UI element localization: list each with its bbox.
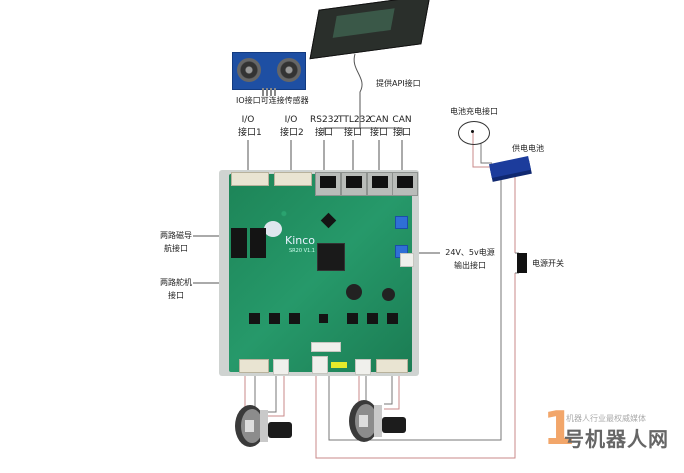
motor-housing bbox=[374, 405, 382, 437]
rs232-label-line2: 接口 bbox=[314, 128, 333, 138]
io1-connector bbox=[231, 172, 269, 186]
power-switch-icon bbox=[517, 253, 527, 273]
magnetic-nav-label-line2: 航接口 bbox=[164, 244, 188, 253]
mosfet bbox=[347, 313, 358, 324]
sensor-pin bbox=[266, 88, 268, 96]
can1-label: CAN 接口 bbox=[368, 114, 390, 140]
magnetic-nav-connector-1 bbox=[231, 228, 247, 258]
ttl232-port bbox=[341, 172, 367, 196]
api-bracket bbox=[323, 127, 403, 135]
io2-label-line1: I/O bbox=[284, 115, 298, 125]
servo-label-line1: 两路舵机 bbox=[160, 278, 192, 287]
watermark-name: 号机器人网 bbox=[564, 427, 669, 451]
mosfet bbox=[367, 313, 378, 324]
inductor-1 bbox=[346, 284, 362, 300]
magnetic-nav-label: 两路磁导 航接口 bbox=[158, 229, 194, 255]
mosfet bbox=[289, 313, 300, 324]
can2-port bbox=[392, 172, 418, 196]
io2-connector bbox=[274, 172, 312, 186]
battery-wire-red bbox=[315, 176, 516, 459]
motor1-power-connector bbox=[273, 359, 289, 375]
motor-body bbox=[382, 417, 406, 433]
io1-label-line1: I/O bbox=[241, 115, 255, 125]
sensor-pin bbox=[262, 88, 264, 96]
power-switch-label: 电源开关 bbox=[532, 259, 564, 268]
magnetic-nav-connector-2 bbox=[250, 228, 266, 258]
power-out-label-line1: 24V、5v电源 bbox=[445, 248, 495, 257]
magnetic-nav-label-line1: 两路磁导 bbox=[160, 231, 192, 240]
ttl232-label-line2: 接口 bbox=[343, 128, 362, 138]
sensor-eye-right bbox=[277, 58, 301, 82]
servo-label-line2: 接口 bbox=[168, 291, 184, 300]
mosfet bbox=[319, 314, 328, 323]
rs232-port bbox=[315, 172, 341, 196]
ttl232-label: TTL232 接口 bbox=[338, 114, 372, 140]
board-model: SR20 V1.1 bbox=[289, 248, 315, 254]
barcode-label bbox=[311, 342, 341, 352]
can2-label-line2: 接口 bbox=[392, 128, 411, 138]
motor2-wire-c bbox=[384, 376, 393, 405]
can1-port bbox=[367, 172, 393, 196]
motor-body bbox=[268, 422, 292, 438]
motor2-connector bbox=[376, 359, 408, 373]
sensor-pin bbox=[270, 88, 272, 96]
battery-label: 供电电池 bbox=[512, 144, 544, 153]
mosfet bbox=[269, 313, 280, 324]
sensor-label: IO接口可连接传感器 bbox=[236, 96, 309, 105]
rs232-label-line1: RS232 bbox=[310, 115, 340, 125]
motor-housing bbox=[260, 410, 268, 442]
can1-label-line1: CAN bbox=[369, 115, 389, 125]
buzzer bbox=[264, 221, 282, 237]
sensor-pin bbox=[274, 88, 276, 96]
power-output-connector bbox=[400, 253, 414, 267]
yellow-fuse bbox=[331, 362, 347, 368]
charge-wire-gray bbox=[480, 143, 492, 164]
wheel-motor-left-image bbox=[235, 405, 292, 447]
can2-label-line1: CAN bbox=[392, 115, 412, 125]
controller-board: Kinco SR20 V1.1 bbox=[219, 170, 419, 376]
rs232-label: RS232 接口 bbox=[310, 114, 340, 140]
ttl232-label-line1: TTL232 bbox=[338, 115, 372, 125]
io1-label-line2: 接口1 bbox=[238, 128, 262, 138]
power-out-label-line2: 输出接口 bbox=[454, 261, 486, 270]
main-processor-chip bbox=[317, 243, 345, 271]
sensor-eye-left bbox=[237, 58, 261, 82]
motor1-wire-c bbox=[266, 376, 277, 413]
wheel-shaft bbox=[359, 415, 368, 427]
motor1-wire-d bbox=[266, 376, 285, 417]
watermark-tagline: 机器人行业最权威媒体 bbox=[566, 414, 646, 423]
io1-label: I/O 接口1 bbox=[238, 114, 262, 140]
io2-label-line2: 接口2 bbox=[280, 128, 304, 138]
inductor-2 bbox=[382, 288, 395, 301]
battery-input-connector bbox=[312, 356, 328, 374]
motor2-wire-d bbox=[384, 376, 400, 410]
mosfet bbox=[387, 313, 398, 324]
mosfet bbox=[249, 313, 260, 324]
charge-port-dot bbox=[471, 130, 474, 133]
api-cable bbox=[353, 53, 363, 128]
wheel-motor-right-image bbox=[349, 400, 406, 442]
wheel-shaft bbox=[245, 420, 254, 432]
motor1-connector bbox=[239, 359, 269, 373]
servo-label: 两路舵机 接口 bbox=[158, 276, 194, 302]
motor2-power-connector bbox=[355, 359, 371, 375]
pcb bbox=[229, 174, 412, 372]
power-out-label: 24V、5v电源 输出接口 bbox=[442, 246, 498, 272]
api-label: 提供API接口 bbox=[376, 79, 421, 88]
watermark-number: 1 bbox=[543, 401, 576, 455]
io2-label: I/O 接口2 bbox=[280, 114, 304, 140]
can2-label: CAN 接口 bbox=[391, 114, 413, 140]
blue-potentiometer-1 bbox=[395, 216, 408, 229]
can1-label-line2: 接口 bbox=[369, 128, 388, 138]
ultrasonic-sensor-image bbox=[232, 52, 306, 90]
battery-wire-gray bbox=[328, 178, 502, 441]
charge-port-symbol bbox=[458, 121, 490, 145]
charge-port-label: 电池充电接口 bbox=[450, 107, 498, 116]
api-board-chip bbox=[332, 8, 395, 38]
board-brand: Kinco bbox=[285, 234, 316, 247]
